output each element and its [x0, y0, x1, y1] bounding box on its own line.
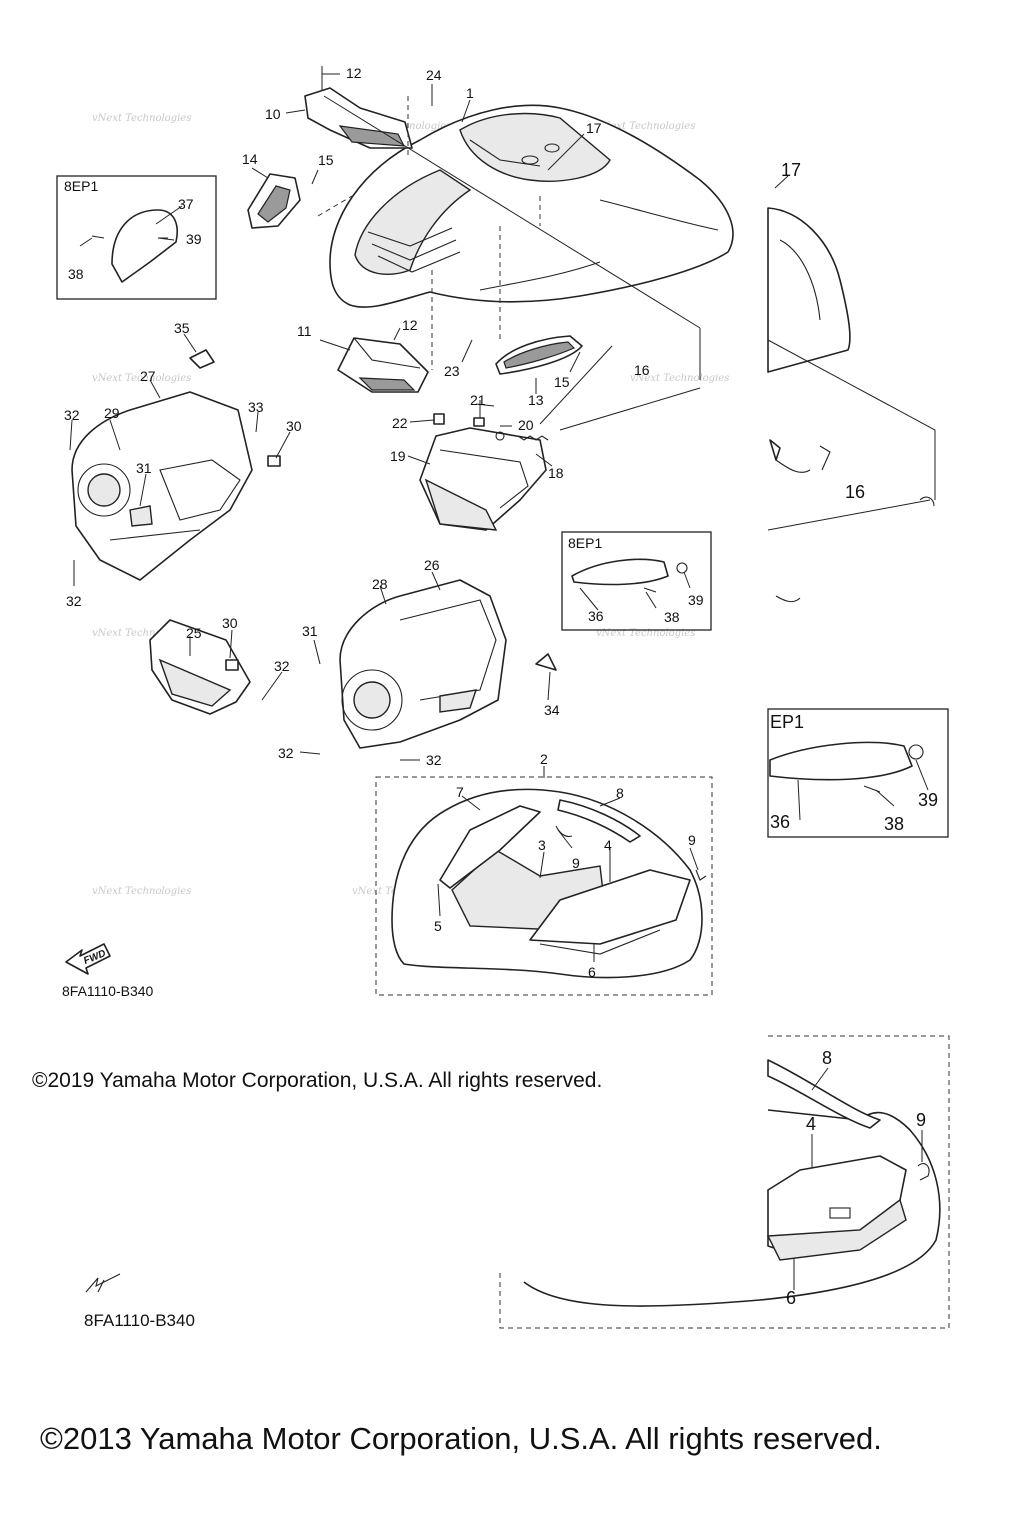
callout-28: 28	[372, 576, 388, 592]
callout-5: 5	[434, 918, 442, 934]
callout-11: 11	[297, 323, 312, 339]
callout-33: 33	[248, 399, 264, 415]
callout-30: 30	[222, 615, 238, 631]
callout-32: 32	[66, 593, 82, 609]
callout-30: 30	[286, 418, 302, 434]
inset-label-middle: 8EP1	[568, 535, 602, 551]
callout-4: 4	[604, 837, 612, 853]
watermark: vNext Technologies	[630, 373, 729, 384]
callout-27: 27	[140, 368, 156, 384]
callout-36: 36	[770, 812, 790, 832]
vent-mesh-top	[304, 87, 413, 149]
callout-8: 8	[822, 1048, 832, 1068]
watermark: vNext Technologies	[92, 628, 191, 639]
callout-12: 12	[346, 65, 362, 81]
inset-label-zoom: EP1	[770, 712, 804, 732]
callout-15: 15	[554, 374, 570, 390]
callout-19: 19	[390, 448, 406, 464]
callout-37: 37	[178, 196, 194, 212]
diagram-code-zoom: 8FA1110-B340	[84, 1311, 195, 1330]
inset-ep1-zoom	[767, 708, 949, 838]
fwd-arrow-icon-zoom	[85, 1273, 121, 1293]
leader-lines	[69, 66, 929, 1290]
inset-8ep1-middle	[561, 531, 712, 631]
callout-16: 16	[845, 482, 865, 502]
callout-32: 32	[274, 658, 290, 674]
callout-21: 21	[470, 392, 486, 408]
mesh-grille-right	[495, 335, 583, 375]
callout-10: 10	[265, 106, 281, 122]
callout-13: 13	[528, 392, 544, 408]
callout-25: 25	[186, 625, 202, 641]
inset-label-top: 8EP1	[64, 178, 98, 194]
callout-31: 31	[136, 460, 152, 476]
callout-31: 31	[302, 623, 318, 639]
callout-32: 32	[426, 752, 442, 768]
callout-39: 39	[186, 231, 202, 247]
callout-23: 23	[444, 363, 460, 379]
hood-assembly	[329, 104, 734, 308]
watermark: vNext Technologies	[92, 886, 191, 897]
callout-6: 6	[588, 964, 596, 980]
latch-hardware	[433, 403, 549, 441]
clip-35	[189, 349, 215, 369]
callout-38: 38	[664, 609, 680, 625]
side-panel-right	[339, 579, 557, 749]
callout-36: 36	[588, 608, 604, 624]
callout-16: 16	[634, 362, 650, 378]
callout-15: 15	[318, 152, 334, 168]
watermark: vNext Technologies	[596, 628, 695, 639]
intake-duct	[337, 337, 429, 393]
callout-22: 22	[392, 415, 408, 431]
watermark: vNext Technologies	[92, 373, 191, 384]
zoom-hood-crop	[767, 207, 936, 603]
watermark: vNext Technologies	[92, 113, 191, 124]
fwd-arrow-icon: FWD	[65, 943, 111, 975]
side-mesh-left	[247, 173, 301, 229]
storage-box	[419, 427, 547, 531]
watermark: vNext Technologies	[596, 121, 695, 132]
callout-18: 18	[548, 465, 564, 481]
callout-9: 9	[916, 1110, 926, 1130]
callout-9: 9	[572, 855, 580, 871]
callout-3: 3	[538, 837, 546, 853]
callout-labels: 12 24 1 10 17 14 15 8EP1 37 39 38 12 35 …	[64, 65, 938, 1308]
copyright-2013: ©2013 Yamaha Motor Corporation, U.S.A. A…	[40, 1421, 882, 1456]
callout-2: 2	[540, 751, 548, 767]
callout-39: 39	[688, 592, 704, 608]
copyright-2019: ©2019 Yamaha Motor Corporation, U.S.A. A…	[32, 1069, 602, 1092]
callout-4: 4	[806, 1114, 816, 1134]
diagram-code: 8FA1110-B340	[62, 983, 154, 999]
inset-8ep1-top	[56, 175, 217, 300]
callout-39: 39	[918, 790, 938, 810]
callout-14: 14	[242, 151, 258, 167]
callout-34: 34	[544, 702, 560, 718]
callout-1: 1	[466, 85, 474, 101]
zoom-mat-crop	[499, 1035, 950, 1329]
callout-17: 17	[781, 160, 801, 180]
callout-32: 32	[278, 745, 294, 761]
callout-20: 20	[518, 417, 534, 433]
callout-8: 8	[616, 785, 624, 801]
callout-12: 12	[402, 317, 418, 333]
callout-6: 6	[786, 1288, 796, 1308]
callout-32: 32	[64, 407, 80, 423]
callout-26: 26	[424, 557, 440, 573]
mat-kit	[375, 776, 713, 996]
callout-24: 24	[426, 67, 442, 83]
callout-17: 17	[586, 120, 602, 136]
callout-7: 7	[456, 784, 464, 800]
callout-29: 29	[104, 405, 120, 421]
callout-38: 38	[68, 266, 84, 282]
callout-9: 9	[688, 832, 696, 848]
lower-cowl	[149, 619, 251, 715]
side-panel-left	[71, 391, 253, 581]
callout-35: 35	[174, 320, 190, 336]
clip-30	[267, 455, 281, 467]
callout-38: 38	[884, 814, 904, 834]
